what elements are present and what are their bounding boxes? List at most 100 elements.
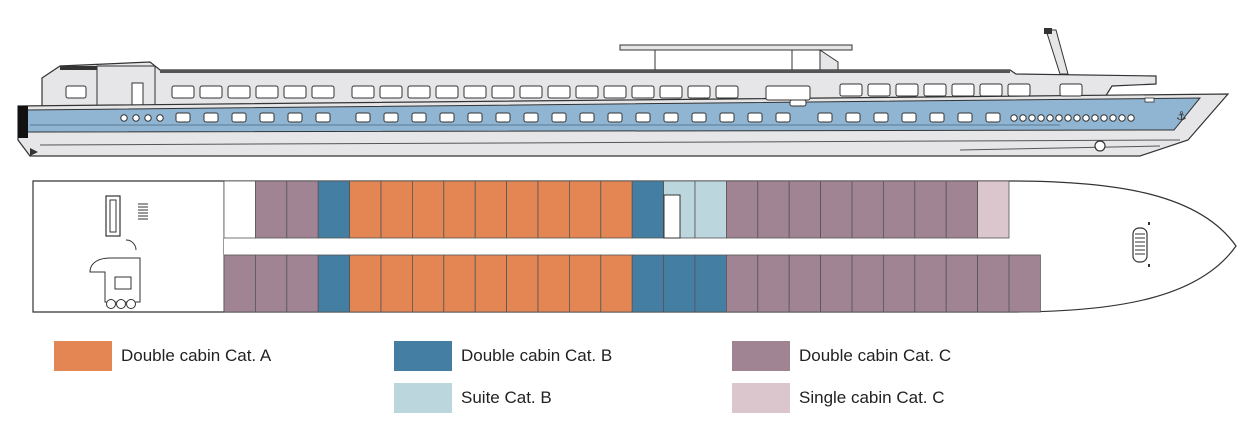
legend-suite-b: Suite Cat. B [394, 383, 552, 413]
upper-window [951, 83, 975, 97]
round-porthole [1019, 114, 1027, 122]
round-porthole [1046, 114, 1054, 122]
cabin-cat-a [569, 254, 602, 313]
porthole [355, 112, 371, 123]
cabin-cat-c [726, 180, 759, 239]
porthole [467, 112, 483, 123]
roof-band-2 [160, 70, 1010, 73]
cabin-cat-b [663, 254, 696, 313]
round-porthole [1118, 114, 1126, 122]
cabin-cat-a [411, 254, 445, 313]
side-windows [65, 83, 1135, 123]
cabin-cat-a [474, 180, 508, 239]
porthole [315, 112, 331, 123]
legend-single-c: Single cabin Cat. C [732, 383, 945, 413]
round-porthole [120, 114, 128, 122]
upper-window [603, 85, 627, 99]
porthole [747, 112, 763, 123]
round-porthole [1100, 114, 1108, 122]
round-porthole [156, 114, 164, 122]
ship-diagram: ⚓ [17, 28, 1237, 313]
cabin-cat-c [286, 254, 319, 313]
cabin-cat-c [914, 254, 947, 313]
round-porthole [1064, 114, 1072, 122]
upper-window [379, 85, 403, 99]
upper-window [687, 85, 711, 99]
upper-window [199, 85, 223, 99]
small-window [789, 99, 807, 107]
cabin-cat-c [914, 180, 947, 239]
cabin-cat-b [317, 180, 351, 239]
upper-window [519, 85, 543, 99]
cabin-cat-a [474, 254, 508, 313]
cabin-cat-b [631, 180, 665, 239]
porthole [439, 112, 455, 123]
porthole [523, 112, 539, 123]
cabin-empty [223, 180, 256, 239]
legend-label-cat-b: Double cabin Cat. B [461, 346, 613, 365]
cabin-cat-a [506, 180, 539, 239]
sun-deck-canopy [619, 44, 853, 73]
porthole [901, 112, 917, 123]
cabin-cat-b [317, 254, 351, 313]
cabin-cat-c [883, 254, 916, 313]
round-porthole [132, 114, 140, 122]
round-porthole [1091, 114, 1099, 122]
cabin-cat-b [631, 254, 665, 313]
cabin-cat-c [977, 254, 1010, 313]
lower-cabin-row [223, 254, 1041, 313]
upper-window [435, 85, 459, 99]
porthole [259, 112, 275, 123]
round-porthole [1010, 114, 1018, 122]
upper-window [1007, 83, 1031, 97]
round-porthole [144, 114, 152, 122]
propeller-icon [30, 148, 38, 156]
upper-window [923, 83, 947, 97]
corridor [224, 238, 1010, 255]
porthole [287, 112, 303, 123]
cabin-cat-c [757, 254, 790, 313]
upper-window [1059, 83, 1083, 97]
cabin-cat-a [380, 180, 413, 239]
legend-swatch-cat-c [732, 341, 790, 371]
cabin-cat-a [600, 180, 633, 239]
upper-window [311, 85, 335, 99]
porthole [719, 112, 735, 123]
upper-window [283, 85, 307, 99]
round-porthole [1055, 114, 1063, 122]
round-porthole [1082, 114, 1090, 122]
upper-window [547, 85, 571, 99]
legend-swatch-single-c [732, 383, 790, 413]
anchor-icon [1094, 140, 1106, 152]
upper-window [351, 85, 375, 99]
cabin-cat-c [1008, 254, 1041, 313]
legend-label-suite-b: Suite Cat. B [461, 388, 552, 407]
porthole [411, 112, 427, 123]
cabin-cat-a [443, 254, 476, 313]
legend-cat-c: Double cabin Cat. C [732, 341, 951, 371]
cabin-cat-a [411, 180, 445, 239]
porthole [495, 112, 511, 123]
porthole [929, 112, 945, 123]
upper-window [171, 85, 195, 99]
porthole [957, 112, 973, 123]
bow-staircase-icon [1132, 222, 1150, 267]
upper-window [491, 85, 515, 99]
suite-entrance [663, 194, 681, 239]
upper-window [631, 85, 655, 99]
round-porthole [1127, 114, 1135, 122]
porthole [579, 112, 595, 123]
bow-logo-icon: ⚓ [1176, 109, 1187, 123]
legend-label-cat-a: Double cabin Cat. A [121, 346, 272, 365]
upper-window [575, 85, 599, 99]
cabin-cat-c [945, 180, 979, 239]
wheelhouse [96, 65, 156, 109]
cabin-cat-a [537, 180, 570, 239]
round-porthole [1073, 114, 1081, 122]
cabin-cat-a [600, 254, 633, 313]
legend-label-single-c: Single cabin Cat. C [799, 388, 945, 407]
cabin-cat-c [254, 180, 288, 239]
cabin-cat-c [286, 180, 319, 239]
deck-plan [32, 180, 1237, 313]
upper-window [407, 85, 431, 99]
